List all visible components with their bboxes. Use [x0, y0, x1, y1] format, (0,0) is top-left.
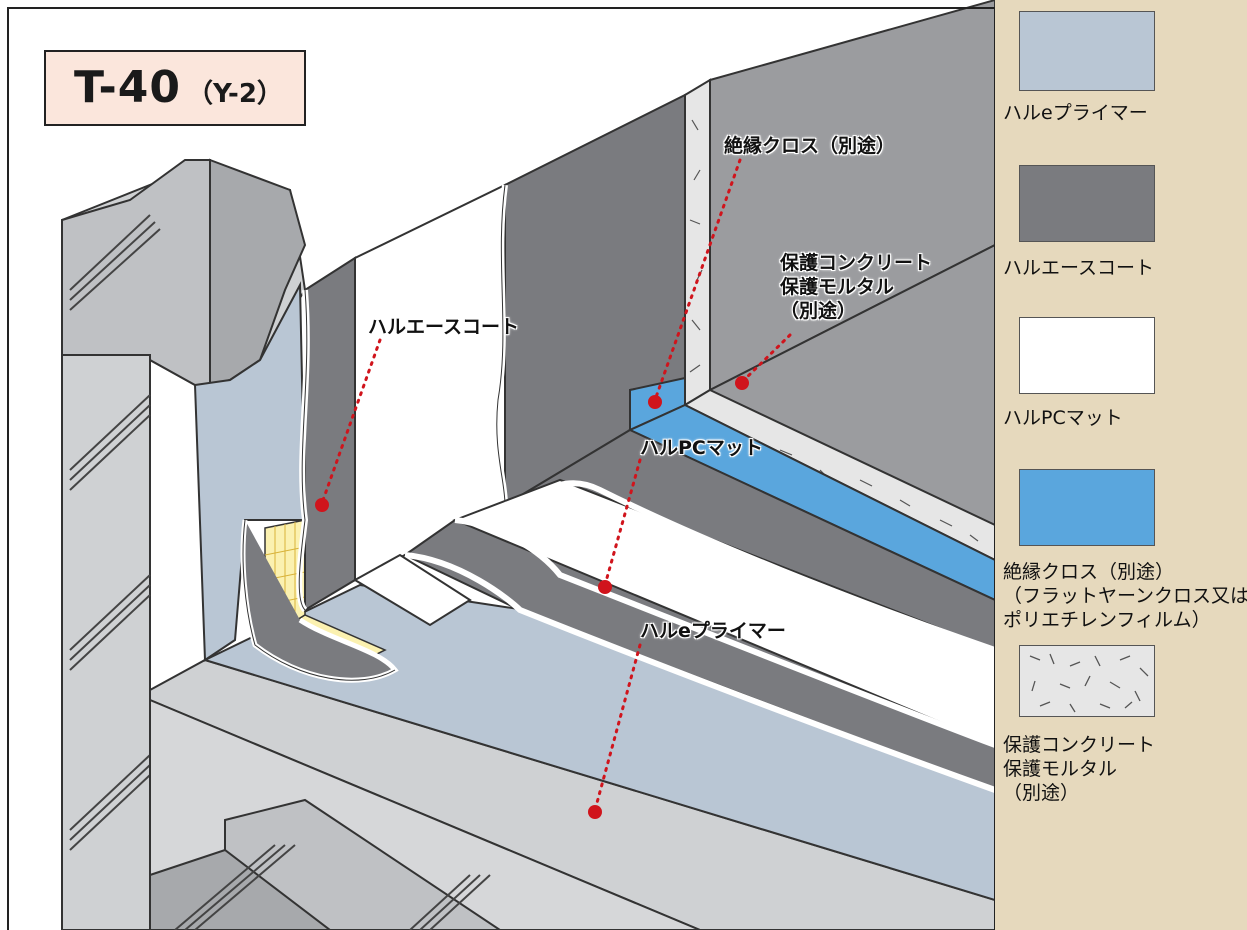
legend-swatch-pc-mat [1019, 317, 1155, 394]
callout-protection: 保護コンクリート 保護モルタル （別途） [780, 252, 933, 322]
floor-edge-1 [404, 552, 995, 793]
diagram-frame [7, 7, 995, 930]
coat-floor-front [403, 518, 995, 792]
protection-floor-speckle [779, 449, 979, 542]
callout-hal-ace-coat: ハルエースコート [368, 316, 520, 338]
back-wall-right [709, 0, 995, 392]
title-sub: （Y-2） [187, 79, 283, 109]
callout-hal-e-primer: ハルeプライマー [640, 620, 786, 642]
legend-label-cloth: 絶縁クロス（別途） （フラットヤーンクロス又は ポリエチレンフィルム） [1003, 561, 1247, 631]
speckle-pattern [1029, 653, 1149, 713]
legend-swatch-primer [1019, 11, 1155, 91]
legend-label-primer: ハルeプライマー [1003, 102, 1148, 124]
legend-swatch-cloth [1019, 469, 1155, 546]
coat-wall-left [304, 256, 356, 612]
legend-label-pc-mat: ハルPCマット [1003, 407, 1123, 429]
mat-floor-corner [353, 553, 472, 627]
left-wall-hatch [69, 214, 161, 851]
legend-swatch-protection [1019, 645, 1155, 717]
title-box: T-40 （Y-2） [44, 50, 306, 126]
legend-swatch-ace-coat [1019, 165, 1155, 242]
legend-label-protection: 保護コンクリート 保護モルタル （別途） [1003, 734, 1156, 804]
leader-lines [320, 158, 792, 812]
slab-hatch [174, 844, 491, 930]
floor-edge-2 [454, 517, 995, 748]
floor-edge-3 [504, 480, 995, 653]
legend-label-ace-coat: ハルエースコート [1003, 257, 1155, 279]
callout-insulation-cloth: 絶縁クロス（別途） [724, 135, 896, 157]
lower-step-2 [149, 848, 332, 930]
waterproofing-illustration [0, 0, 995, 930]
leader-dots [315, 376, 749, 819]
title-main: T-40 [74, 62, 182, 113]
callout-hal-pc-mat: ハルPCマット [640, 437, 763, 459]
